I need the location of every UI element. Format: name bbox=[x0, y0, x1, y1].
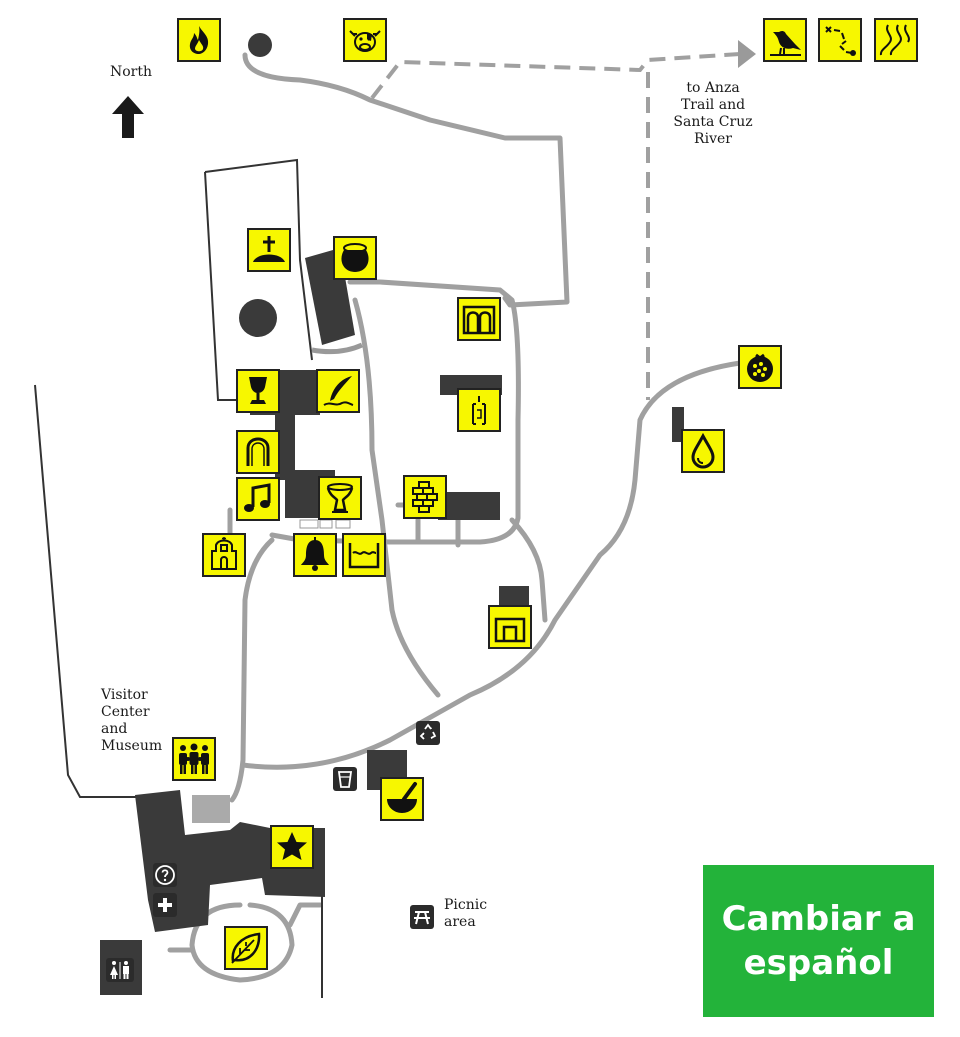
baptismal-font-icon[interactable] bbox=[318, 476, 362, 520]
picnic-table-icon[interactable] bbox=[410, 905, 434, 929]
anza-trail-line-2: Trail and bbox=[680, 97, 746, 113]
first-aid-icon[interactable] bbox=[153, 893, 177, 917]
cemetery-circle bbox=[239, 299, 277, 337]
leaf-icon[interactable] bbox=[224, 926, 268, 970]
chalice-icon[interactable] bbox=[236, 369, 280, 413]
anza-trail-label: to Anza Trail and Santa Cruz River bbox=[665, 80, 761, 148]
visitor-center-line-1: Visitor bbox=[101, 687, 148, 703]
visitor-center-label: Visitor Center and Museum bbox=[101, 687, 162, 755]
quill-icon[interactable] bbox=[316, 369, 360, 413]
water-drop-icon[interactable] bbox=[681, 429, 725, 473]
water-tank-icon[interactable] bbox=[342, 533, 386, 577]
picnic-line-1: Picnic bbox=[444, 897, 488, 913]
visitor-center-entrance bbox=[192, 795, 230, 823]
star-icon[interactable] bbox=[270, 825, 314, 869]
restroom-icon[interactable] bbox=[106, 958, 134, 982]
grave-cross-icon[interactable] bbox=[247, 228, 291, 272]
visitor-center-line-4: Museum bbox=[101, 738, 163, 754]
buildings bbox=[100, 248, 684, 995]
bell-icon[interactable] bbox=[293, 533, 337, 577]
visitor-center-line-3: and bbox=[101, 721, 128, 737]
fire-icon[interactable] bbox=[177, 18, 221, 62]
property-outline bbox=[34, 158, 323, 998]
pot-icon[interactable] bbox=[333, 236, 377, 280]
anza-trail-path bbox=[370, 52, 741, 400]
courtyard-arc bbox=[311, 342, 364, 355]
visitor-center-line-2: Center bbox=[101, 704, 150, 720]
trail-map-icon[interactable] bbox=[818, 18, 862, 62]
drinking-water-icon[interactable] bbox=[333, 767, 357, 791]
mortar-pestle-icon[interactable] bbox=[380, 777, 424, 821]
music-note-icon[interactable] bbox=[236, 477, 280, 521]
recycle-icon[interactable] bbox=[416, 721, 440, 745]
anza-trail-line-4: River bbox=[694, 131, 732, 147]
information-icon[interactable] bbox=[153, 863, 177, 887]
north-arrow-icon bbox=[112, 96, 144, 138]
cow-icon[interactable] bbox=[343, 18, 387, 62]
arches-icon[interactable] bbox=[457, 297, 501, 341]
pomegranate-icon[interactable] bbox=[738, 345, 782, 389]
trailhead-dot bbox=[248, 33, 272, 57]
bird-icon[interactable] bbox=[763, 18, 807, 62]
north-label: North bbox=[110, 64, 153, 80]
picnic-line-2: area bbox=[444, 914, 476, 930]
trail-arrow bbox=[738, 40, 756, 68]
river-icon[interactable] bbox=[874, 18, 918, 62]
people-group-icon[interactable] bbox=[172, 737, 216, 781]
candle-icon[interactable] bbox=[457, 388, 501, 432]
adobe-blocks-icon[interactable] bbox=[403, 475, 447, 519]
picnic-area-label: Picnic area bbox=[444, 897, 487, 931]
doorway-icon[interactable] bbox=[236, 430, 280, 474]
anza-trail-line-1: to Anza bbox=[686, 80, 740, 96]
small-structures bbox=[299, 519, 351, 529]
anza-trail-line-3: Santa Cruz bbox=[673, 114, 753, 130]
mission-church-icon[interactable] bbox=[202, 533, 246, 577]
oven-icon[interactable] bbox=[488, 605, 532, 649]
language-toggle-button[interactable]: Cambiar a español bbox=[703, 865, 934, 1017]
